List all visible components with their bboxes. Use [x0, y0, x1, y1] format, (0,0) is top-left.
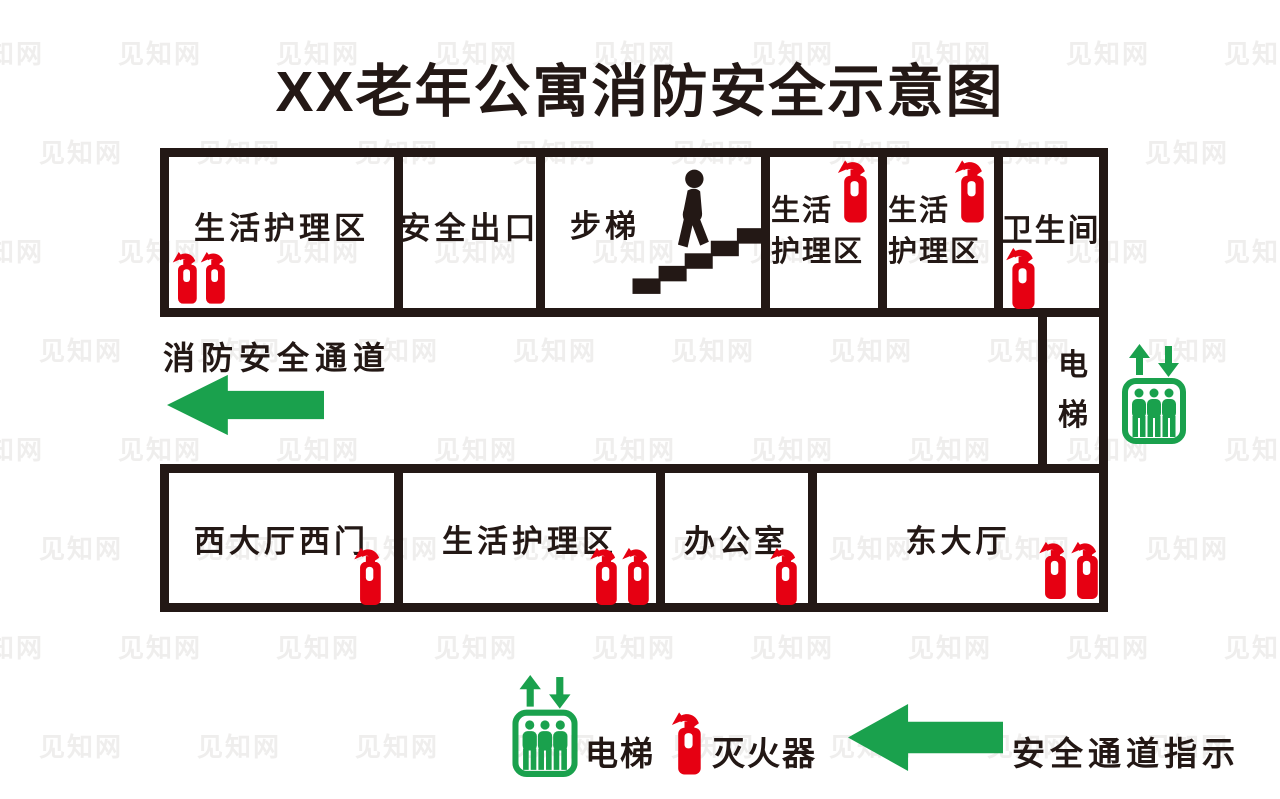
fire-extinguisher-icon [353, 547, 387, 605]
room-label: 安全出口 [399, 211, 540, 246]
room-west-hall-west-door: 西大厅西门 [169, 473, 394, 603]
wall [536, 157, 545, 308]
legend-elevator-label: 电梯 [585, 735, 655, 772]
room-east-hall: 东大厅 [817, 473, 1099, 603]
fire-extinguisher-icon [769, 547, 803, 605]
wall [761, 157, 770, 308]
room-label: 卫生间 [1001, 213, 1101, 248]
wall [994, 157, 1003, 308]
room-label: 生活护理区 [194, 211, 369, 246]
fire-extinguisher-icon [1038, 541, 1072, 599]
room-label: 东大厅 [905, 523, 1011, 559]
room-living-care-2: 生活 护理区 [771, 195, 865, 268]
fire-extinguisher-icon [200, 249, 230, 306]
page-title: XX老年公寓消防安全示意图 [275, 60, 1005, 124]
legend-elevator-icon [512, 675, 578, 777]
fire-extinguisher-icon [954, 159, 990, 223]
fire-extinguisher-icon [172, 249, 202, 306]
legend-extinguisher-label: 灭火器 [712, 735, 817, 772]
room-label: 办公室 [684, 523, 789, 559]
room-label: 电梯 [1058, 348, 1088, 432]
room-label-stairs: 步梯 [570, 209, 640, 244]
escape-arrow-left-icon [167, 374, 324, 436]
fire-extinguisher-icon [621, 547, 655, 605]
room-living-care-4: 生活护理区 [403, 473, 656, 603]
room-label: 生活护理区 [442, 523, 617, 559]
fire-extinguisher-icon [1005, 247, 1041, 309]
fire-extinguisher-icon [837, 159, 873, 223]
fire-extinguisher-icon [1070, 541, 1104, 599]
room-elevator: 电梯 [1038, 308, 1108, 473]
corridor-label: 消防安全通道 [163, 340, 392, 376]
room-bathroom: 卫生间 [1001, 157, 1101, 308]
legend-arrow-left-icon [848, 703, 1003, 772]
wall [808, 473, 817, 603]
wall [394, 157, 403, 308]
floor-plan-bottom-row: 西大厅西门 生活护理区 办公室 东大厅 [160, 464, 1108, 612]
legend-fire-extinguisher-icon [671, 711, 707, 775]
room-label: 西大厅西门 [194, 523, 369, 559]
wall [394, 473, 403, 603]
wall [878, 157, 887, 308]
wall [656, 473, 665, 603]
stairs-person-icon [618, 165, 763, 301]
room-office: 办公室 [665, 473, 808, 603]
legend-passage-label: 安全通道指示 [1012, 735, 1240, 772]
room-living-care-3: 生活 护理区 [888, 195, 982, 268]
floor-plan-top-row: 生活护理区 安全出口 步梯 生活 护理区 生活 护理区 卫生间 [160, 148, 1108, 317]
fire-extinguisher-icon [589, 547, 623, 605]
elevator-icon [1122, 344, 1186, 444]
room-living-care-1: 生活护理区 [169, 157, 394, 308]
room-safety-exit: 安全出口 [400, 157, 536, 308]
